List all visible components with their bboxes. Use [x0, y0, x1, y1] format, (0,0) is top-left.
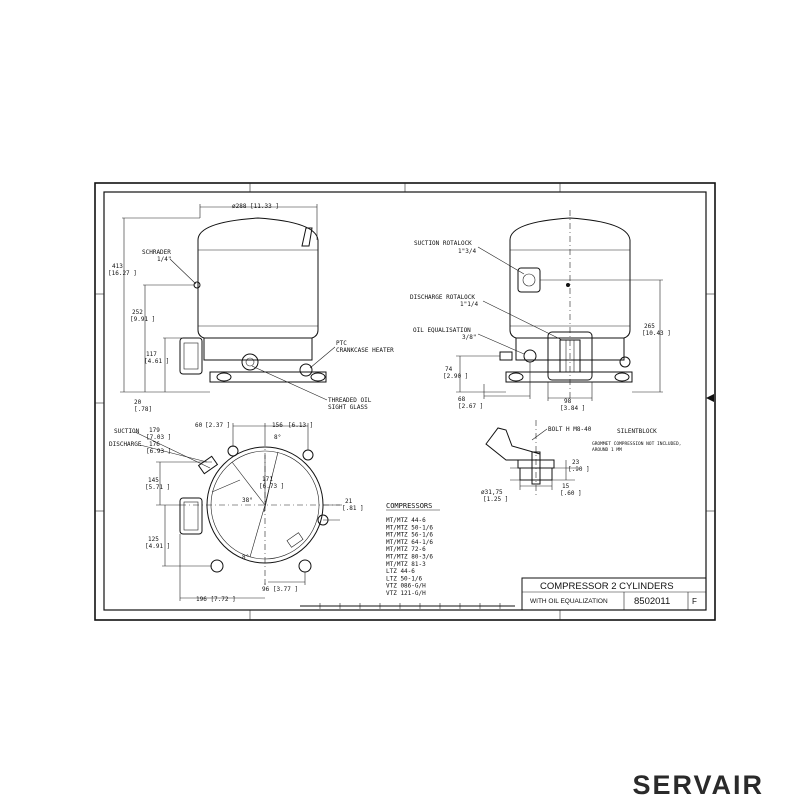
dim-176: 176 [149, 441, 160, 448]
center-arrow-right [706, 394, 714, 402]
silentblock-dia-in: [1.25 ] [483, 496, 508, 503]
compressor-model: VTZ 086-G/H [386, 583, 426, 590]
dim-179-in: [7.03 ] [146, 434, 171, 441]
side-view: ø288 [11.33 ] 413 [16.27 ] 252 [9.91 ] 1… [108, 203, 394, 413]
dim-diameter: ø288 [11.33 ] [232, 203, 279, 210]
label-oil-size: 3/8" [462, 334, 476, 341]
dim-117: 117 [146, 351, 157, 358]
dim-21: 21 [345, 498, 353, 505]
label-discharge-size: 1"1/4 [460, 301, 478, 308]
top-view: SUCTION DISCHARGE 179 [7.03 ] 176 [6.93 … [109, 422, 364, 603]
servair-logo: SERVAIR [632, 770, 764, 800]
dim-179: 179 [149, 427, 160, 434]
dim-21-in: [.81 ] [342, 505, 364, 512]
dim-171: 171 [262, 476, 273, 483]
label-discharge-rotalock: DISCHARGE ROTALOCK [410, 294, 475, 301]
label-discharge: DISCHARGE [109, 441, 142, 448]
silentblock-title: SILENTBLOCK [617, 428, 657, 435]
compressor-model: MT/MTZ 72-6 [386, 546, 426, 553]
compressor-model: VTZ 121-G/H [386, 590, 426, 597]
front-view: SUCTION ROTALOCK 1"3/4 DISCHARGE ROTALOC… [410, 210, 671, 412]
title-block: COMPRESSOR 2 CYLINDERS WITH OIL EQUALIZA… [300, 577, 707, 611]
dim-74: 74 [445, 366, 453, 373]
dim-196: 196 [7.72 ] [196, 596, 236, 603]
compressor-model: LTZ 44-6 [386, 568, 415, 575]
dim-60-in: [2.37 ] [205, 422, 230, 429]
compressor-list: COMPRESSORS MT/MTZ 44-6MT/MTZ 50-1/6MT/M… [386, 502, 440, 597]
label-crankcase: CRANKCASE HEATER [336, 347, 394, 354]
silentblock-15: 15 [562, 483, 570, 490]
dim-60: 60 [195, 422, 203, 429]
compressors-header: COMPRESSORS [386, 502, 432, 510]
label-suction-size: 1"3/4 [458, 248, 476, 255]
dim-171-in: [6.73 ] [259, 483, 284, 490]
compressor-model: MT/MTZ 50-1/6 [386, 524, 433, 531]
dim-176-in: [6.93 ] [146, 448, 171, 455]
silentblock-note-2: AROUND 1 MM [592, 447, 622, 453]
dim-98: 98 [564, 398, 572, 405]
silentblock-bolt: BOLT H M8-40 [548, 426, 592, 433]
silentblock-23: 23 [572, 459, 580, 466]
dim-156-in: [6.13 ] [288, 422, 313, 429]
dim-117-in: [4.61 ] [144, 358, 169, 365]
dim-96: 96 [3.77 ] [262, 586, 298, 593]
dim-68: 68 [458, 396, 466, 403]
compressor-model: MT/MTZ 81-3 [386, 561, 426, 568]
title-block-revision: F [692, 597, 697, 606]
compressor-model: MT/MTZ 80-3/6 [386, 554, 433, 561]
dim-252: 252 [132, 309, 143, 316]
dim-265: 265 [644, 323, 655, 330]
dim-98-in: [3.84 ] [560, 405, 585, 412]
dim-125-in: [4.91 ] [145, 543, 170, 550]
angle-38: 38° [242, 497, 253, 504]
dim-125: 125 [148, 536, 159, 543]
dim-145-in: [5.71 ] [145, 484, 170, 491]
dim-413-in: [16.27 ] [108, 270, 137, 277]
label-threaded: THREADED OIL [328, 397, 372, 404]
compressor-model: LTZ 50-1/6 [386, 575, 423, 582]
compressor-model: MT/MTZ 44-6 [386, 517, 426, 524]
silentblock-23-in: [.90 ] [568, 466, 590, 473]
label-sight-glass: SIGHT GLASS [328, 404, 368, 411]
label-oil-equalisation: OIL EQUALISATION [413, 327, 471, 334]
dim-252-in: [9.91 ] [130, 316, 155, 323]
title-block-number: 8502011 [634, 596, 670, 607]
label-suction: SUCTION [114, 428, 140, 435]
dim-20-in: [.78] [134, 406, 152, 413]
silentblock-15-in: [.60 ] [560, 490, 582, 497]
dim-20: 20 [134, 399, 142, 406]
dim-413: 413 [112, 263, 123, 270]
silentblock-note-1: GROMMET COMPRESSION NOT INCLUDED, [592, 441, 681, 447]
angle-8-bottom: 8° [242, 554, 249, 561]
dim-74-in: [2.90 ] [443, 373, 468, 380]
dim-68-in: [2.67 ] [458, 403, 483, 410]
dim-265-in: [10.43 ] [642, 330, 671, 337]
label-ptc: PTC [336, 340, 347, 347]
dim-156: 156 [272, 422, 283, 429]
compressor-model: MT/MTZ 56-1/6 [386, 532, 433, 539]
label-suction-rotalock: SUCTION ROTALOCK [414, 240, 472, 247]
dim-145: 145 [148, 477, 159, 484]
compressor-model: MT/MTZ 64-1/6 [386, 539, 433, 546]
title-block-subtitle: WITH OIL EQUALIZATION [530, 598, 608, 605]
angle-8-top: 8° [274, 434, 281, 441]
label-schrader: SCHRADER [142, 249, 171, 256]
silentblock-detail: SILENTBLOCK GROMMET COMPRESSION NOT INCL… [481, 420, 681, 503]
label-schrader-size: 1/4" [157, 256, 171, 263]
frame-ticks [95, 183, 715, 620]
title-block-title: COMPRESSOR 2 CYLINDERS [540, 581, 674, 592]
silentblock-dia: ø31,75 [481, 489, 503, 496]
